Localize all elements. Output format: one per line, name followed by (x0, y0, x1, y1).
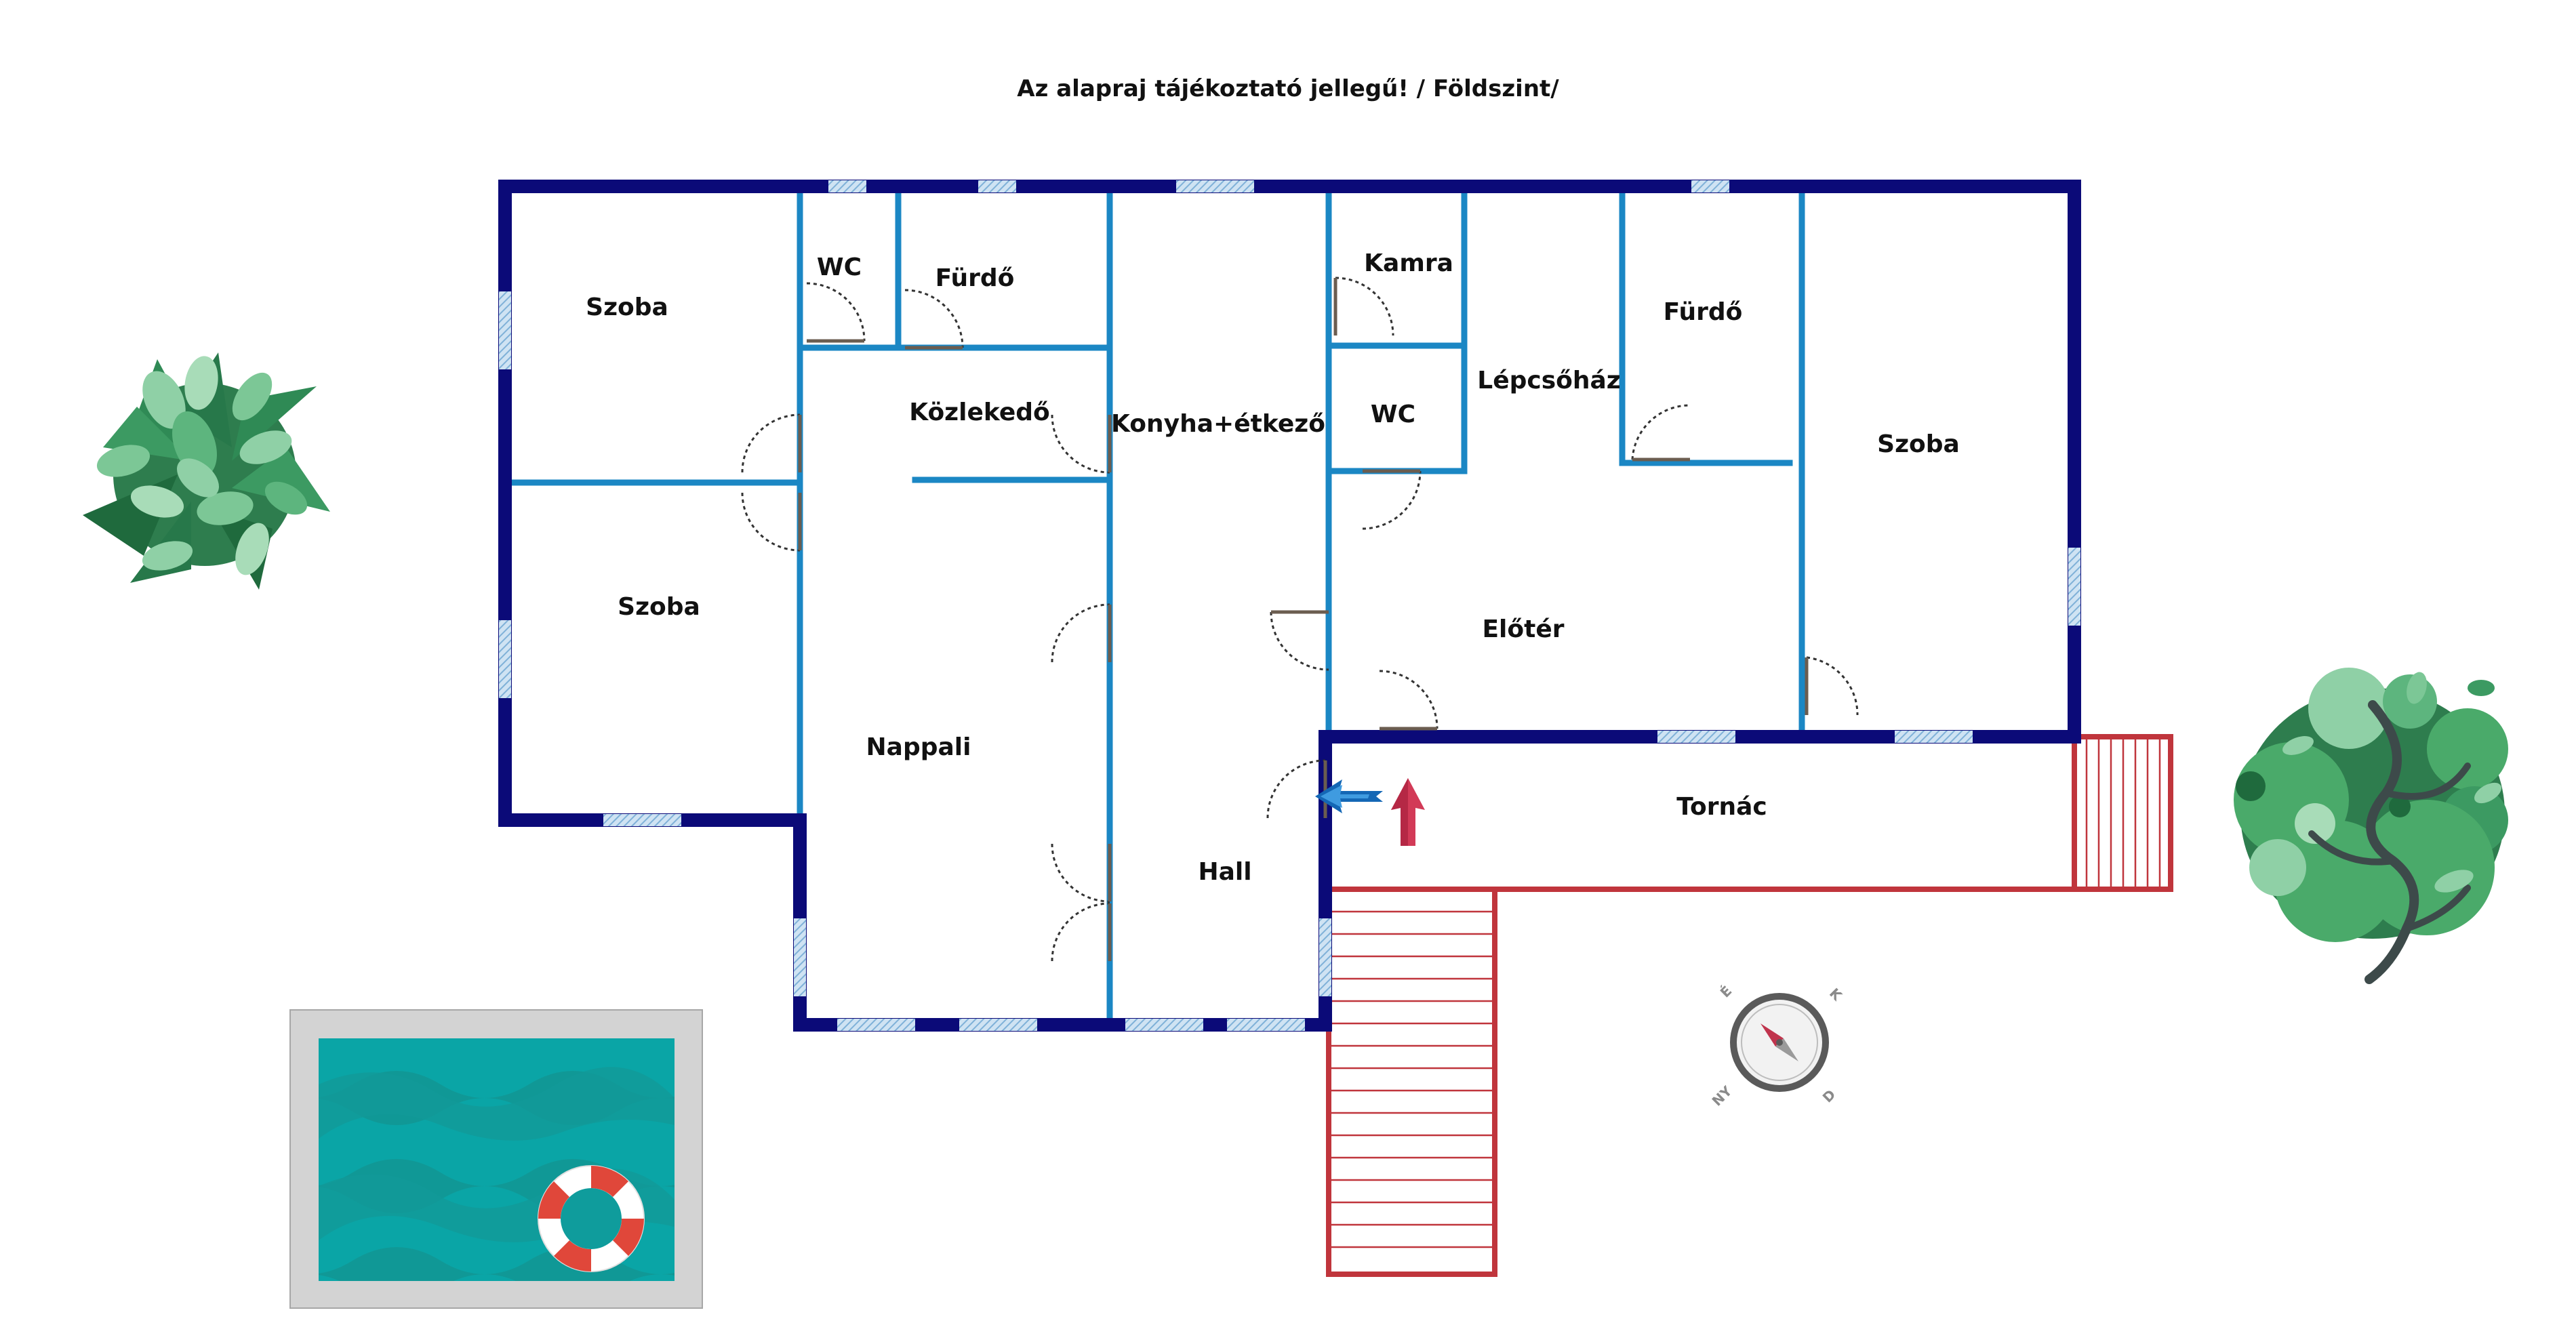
plant-icon (83, 352, 330, 590)
room-label-furdo-right: Fürdő (1664, 298, 1743, 326)
room-labels: Szoba WC Fürdő Közlekedő Konyha+étkező K… (586, 249, 1960, 886)
compass-east-label: K (1826, 985, 1846, 1004)
room-label-kozlekedo: Közlekedő (909, 399, 1050, 426)
room-label-szoba-right: Szoba (1877, 430, 1960, 458)
stairs-front (1330, 910, 1493, 1248)
entrance-arrow-icon (1315, 779, 1383, 813)
room-label-szoba-mid-left: Szoba (618, 593, 700, 621)
room-label-hall: Hall (1198, 858, 1251, 886)
room-label-tornac: Tornác (1676, 793, 1767, 821)
windows (499, 180, 2080, 1031)
compass-north-label: É (1717, 983, 1735, 1001)
room-label-furdo-left: Fürdő (935, 264, 1015, 292)
compass-west-label: NY (1709, 1082, 1735, 1109)
north-arrow-icon (1391, 778, 1425, 846)
room-label-wc-left: WC (817, 253, 862, 281)
room-label-lepcsohaz: Lépcsőház (1477, 367, 1621, 394)
compass-icon: É K D NY (1709, 983, 1846, 1110)
tree-icon (2234, 668, 2508, 984)
room-label-eloter: Előtér (1482, 615, 1564, 643)
lifebuoy-icon (538, 1165, 645, 1272)
compass-south-label: D (1819, 1086, 1839, 1106)
stairs-right (2085, 739, 2161, 888)
exterior-walls (498, 180, 2081, 1032)
room-label-nappali: Nappali (866, 733, 971, 761)
plan-title: Az alapraj tájékoztató jellegű! / Földsz… (1017, 75, 1559, 102)
room-label-szoba-top-left: Szoba (586, 293, 668, 321)
room-label-konyha: Konyha+étkező (1111, 410, 1325, 438)
room-label-kamra: Kamra (1364, 249, 1453, 277)
doors (741, 277, 1859, 962)
room-label-wc-right: WC (1371, 401, 1415, 428)
pool-icon (289, 1009, 703, 1309)
